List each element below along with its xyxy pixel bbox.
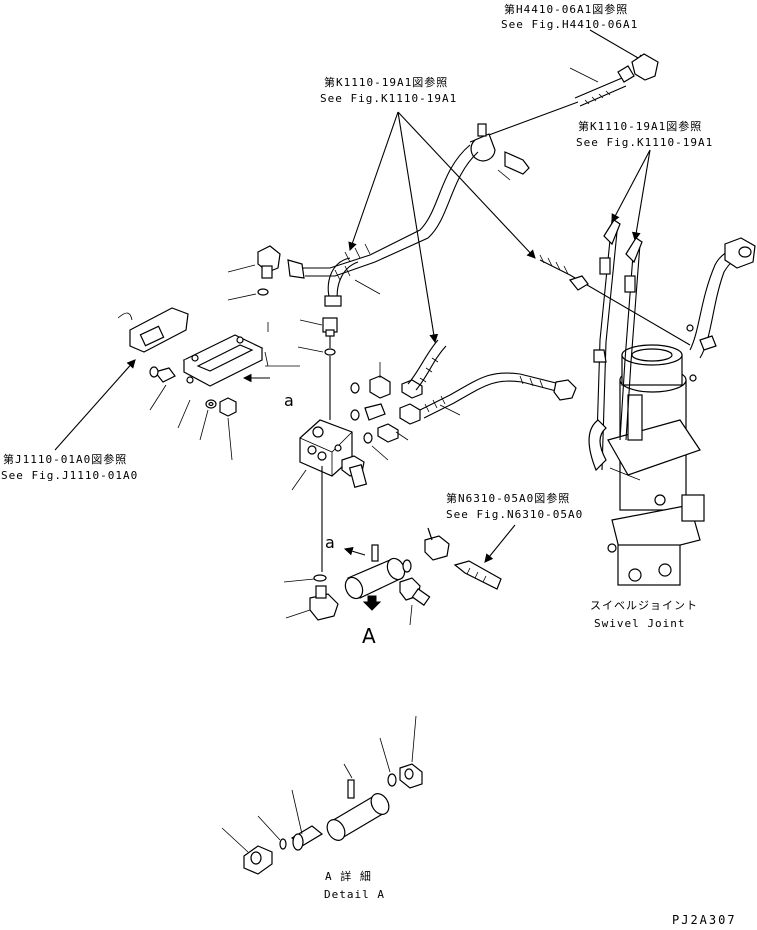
elbow-left xyxy=(257,245,281,279)
detail-a-label-en: Detail A xyxy=(324,888,385,901)
fittings-right-of-block xyxy=(350,362,423,461)
hose-middle xyxy=(407,339,447,391)
ref-n6310-en: See Fig.N6310-05A0 xyxy=(446,508,584,521)
swivel-upper-pipe xyxy=(686,237,756,382)
detail-a-leaders xyxy=(221,715,417,853)
swivel-joint-body xyxy=(607,344,705,586)
ref-h4410-jp: 第H4410-06A1図参照 xyxy=(504,3,629,16)
bolt-under-block xyxy=(341,455,368,488)
ref-k1110-a-en: See Fig.K1110-19A1 xyxy=(320,92,458,105)
elbow-bottom-left xyxy=(309,585,339,621)
swivel-joint-label-en: Swivel Joint xyxy=(594,617,686,630)
ref-k1110-b-en: See Fig.K1110-19A1 xyxy=(576,136,714,149)
drawing-code: PJ2A307 xyxy=(672,913,737,927)
pipe-diagonal xyxy=(539,254,691,346)
washer-left xyxy=(205,399,217,409)
ref-n6310-jp: 第N6310-05A0図参照 xyxy=(446,492,571,505)
swivel-pipes xyxy=(588,219,643,472)
bolt-bottom xyxy=(399,577,431,606)
nut-left xyxy=(219,397,237,417)
detail-a-parts xyxy=(243,763,423,875)
marker-view-A: A xyxy=(362,624,376,648)
leader-n6310 xyxy=(484,524,516,563)
adapter-pipe xyxy=(344,544,406,600)
ref-k1110-b-jp: 第K1110-19A1図参照 xyxy=(578,120,703,133)
mount-plate xyxy=(117,307,189,353)
pipe-upper-left xyxy=(287,144,479,307)
arrow-A xyxy=(362,595,382,611)
marker-a-lower: a xyxy=(325,533,335,552)
marker-a-upper: a xyxy=(284,391,294,410)
clamp-top xyxy=(470,123,530,181)
leader-j1110 xyxy=(54,359,136,451)
elbow-n6310 xyxy=(424,527,450,561)
sensor-left xyxy=(149,366,176,383)
ref-h4410-en: See Fig.H4410-06A1 xyxy=(501,18,639,31)
bracket-plate xyxy=(182,334,264,387)
leader-k1110-b xyxy=(611,149,651,242)
connector-center xyxy=(297,317,338,420)
elbow-fitting-top xyxy=(617,53,659,83)
ref-j1110-en: See Fig.J1110-01A0 xyxy=(1,469,139,482)
pipe-to-swivel xyxy=(419,372,577,419)
leader-h4410 xyxy=(589,29,646,63)
leader-k1110-a xyxy=(348,111,536,344)
swivel-joint-label-jp: スイベルジョイント xyxy=(590,599,698,612)
ref-j1110-jp: 第J1110-01A0図参照 xyxy=(3,453,128,466)
hose-n6310 xyxy=(453,560,502,590)
detail-a-label-jp: A 詳 細 xyxy=(325,870,372,883)
ref-k1110-a-jp: 第K1110-19A1図参照 xyxy=(324,76,449,89)
